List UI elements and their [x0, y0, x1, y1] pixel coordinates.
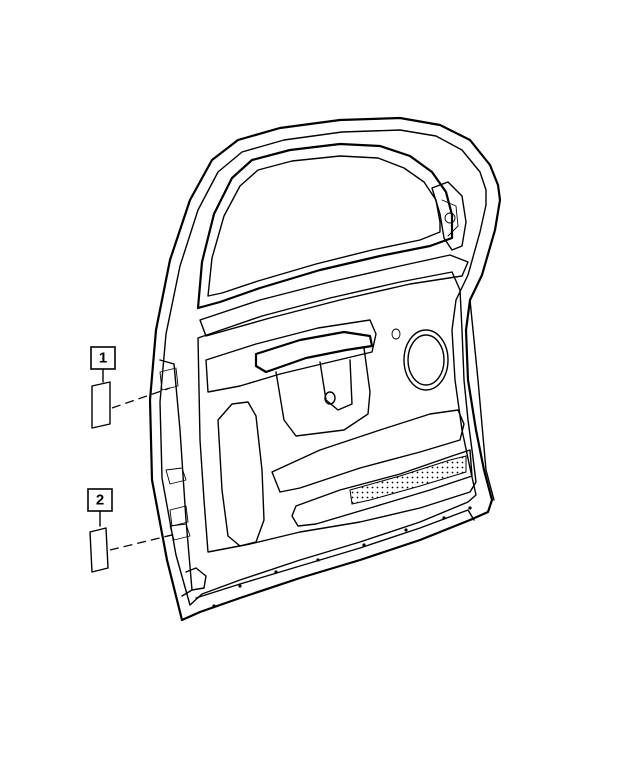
callout-2-number: 2 — [96, 492, 104, 509]
door-trim-panel — [197, 271, 477, 553]
door-sill — [195, 509, 475, 599]
callout-2: 2 — [87, 488, 113, 512]
speaker-outer — [403, 329, 449, 391]
armrest-upper — [205, 319, 377, 393]
sill-fasteners — [212, 506, 472, 608]
trim-fastener — [391, 328, 401, 340]
callout-1: 1 — [90, 346, 116, 370]
label-1 — [91, 381, 111, 429]
map-pocket-left — [217, 401, 265, 547]
leader-1 — [111, 387, 171, 409]
window-opening — [207, 155, 441, 297]
speaker-grille — [349, 455, 467, 505]
door-outer-edge — [148, 116, 502, 622]
leader-2 — [109, 533, 177, 551]
window-frame-outer — [196, 142, 454, 310]
hinge-face — [159, 359, 193, 597]
mirror-sail — [431, 181, 467, 251]
storage-bin — [291, 449, 473, 527]
speaker-inner — [407, 334, 445, 386]
lock-knob — [324, 391, 336, 405]
label-2 — [89, 527, 109, 573]
lower-armrest — [271, 409, 465, 493]
callout-1-number: 1 — [99, 350, 107, 367]
door-pull-handle — [254, 330, 374, 374]
trim-panel-outline — [197, 271, 477, 553]
door-inner-edge — [159, 129, 487, 606]
belt-molding — [199, 254, 469, 337]
door-shell — [148, 116, 502, 622]
